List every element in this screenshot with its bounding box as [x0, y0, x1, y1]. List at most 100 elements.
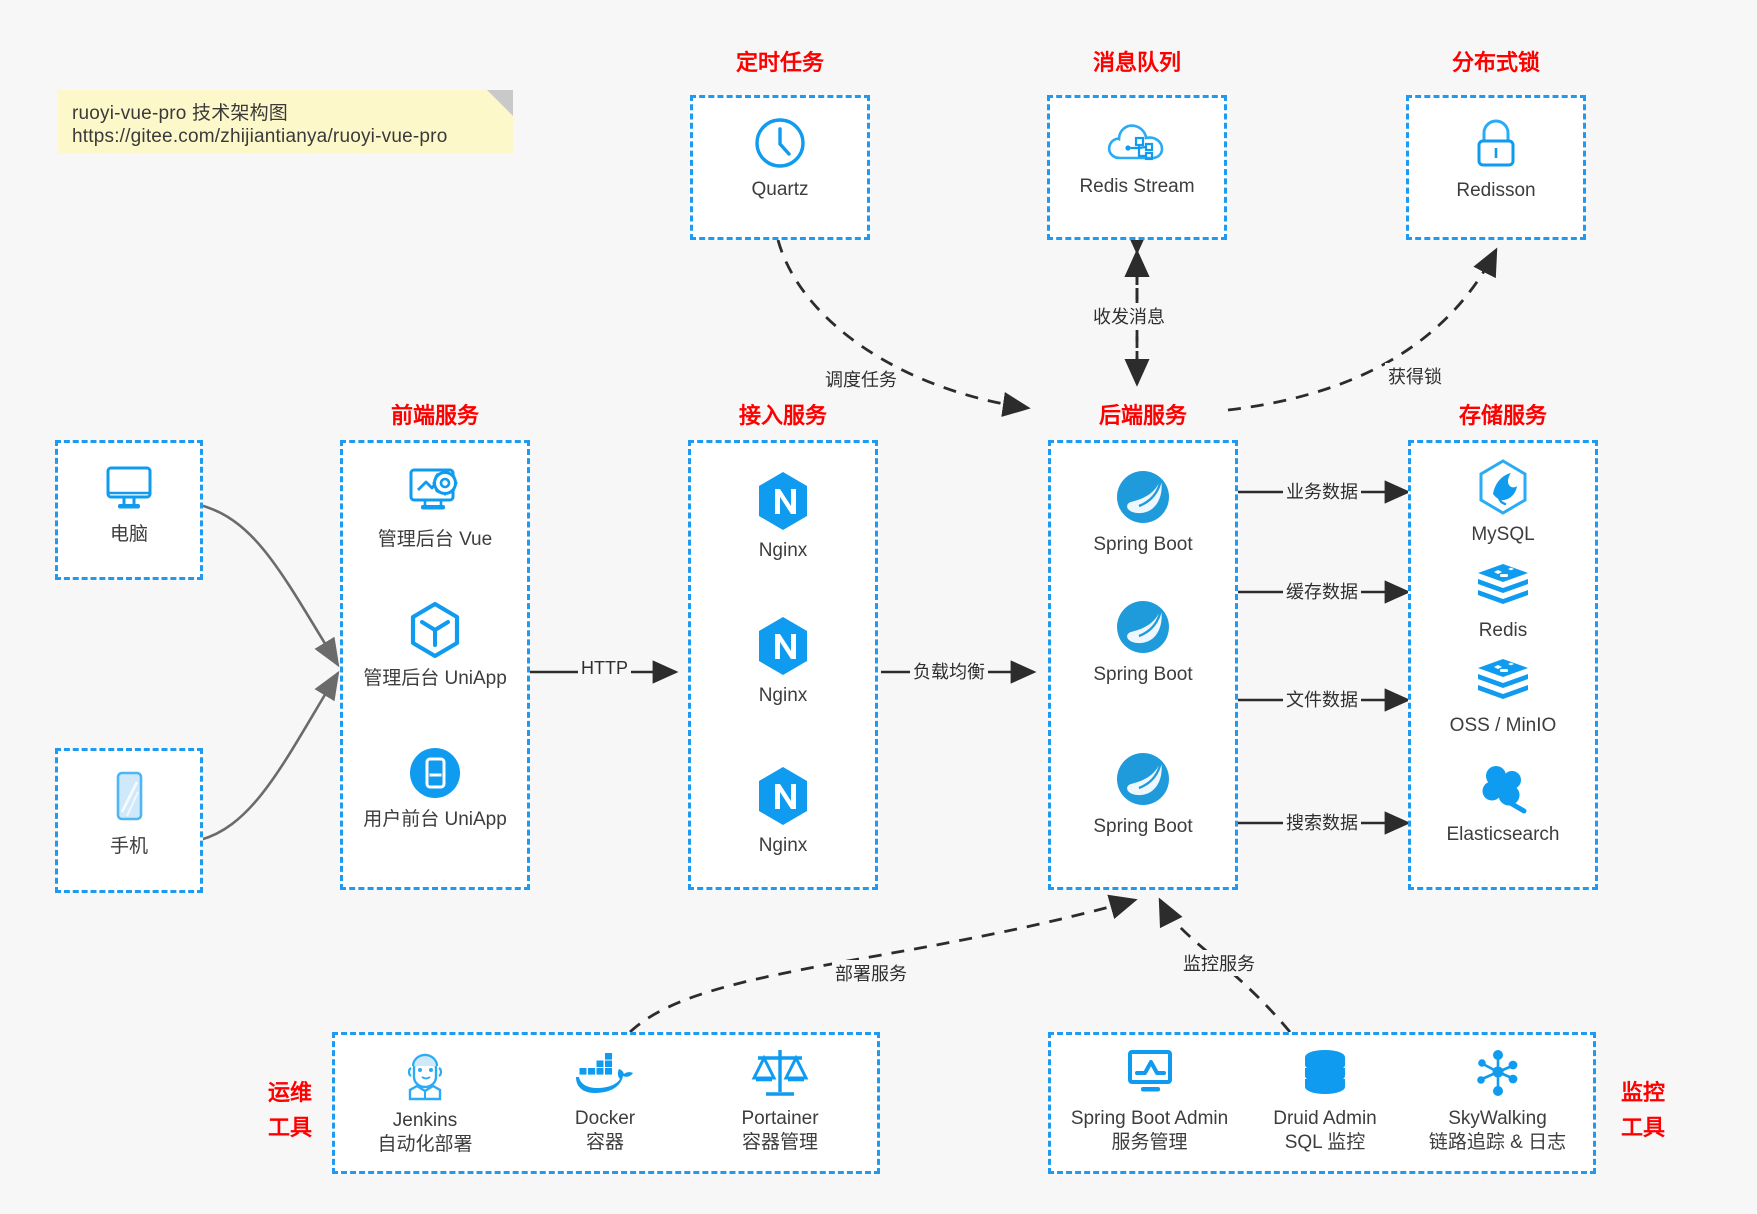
- node-label: Redisson: [1456, 180, 1536, 201]
- node-druid-admin[interactable]: Druid Admin SQL 监控: [1250, 1048, 1400, 1156]
- node-computer[interactable]: 电脑: [55, 462, 203, 547]
- desktop-icon: [106, 466, 152, 509]
- node-label: 电脑: [109, 524, 148, 545]
- redis-icon: [1478, 564, 1528, 604]
- node-spring-boot-1[interactable]: Spring Boot: [1048, 468, 1238, 557]
- cloud-stream-icon: [1107, 124, 1164, 161]
- lock-icon: [1477, 119, 1515, 167]
- node-spring-boot-3[interactable]: Spring Boot: [1048, 750, 1238, 839]
- edge-label-search-data: 搜索数据: [1283, 809, 1361, 835]
- group-title-devops-line2: 工具: [267, 1115, 312, 1140]
- node-quartz[interactable]: Quartz: [690, 115, 870, 202]
- node-label: Portainer: [741, 1108, 819, 1129]
- node-label: Spring Boot: [1093, 816, 1193, 837]
- cube-icon: [410, 601, 460, 659]
- node-nginx-3[interactable]: Nginx: [688, 765, 878, 858]
- node-admin-vue[interactable]: 管理后台 Vue: [340, 465, 530, 552]
- edge-label-schedule-task: 调度任务: [822, 366, 900, 392]
- nginx-icon: [759, 617, 807, 675]
- node-label: Spring Boot: [1093, 534, 1193, 555]
- node-label: Nginx: [758, 540, 808, 561]
- node-admin-uniapp[interactable]: 管理后台 UniApp: [340, 600, 530, 691]
- clock-icon: [755, 118, 805, 168]
- node-label: Redis Stream: [1079, 176, 1195, 197]
- note-fold-corner: [487, 90, 513, 116]
- mobile-icon: [116, 771, 143, 821]
- network-nodes-icon: [1476, 1050, 1517, 1096]
- note-callout: ruoyi-vue-pro 技术架构图 https://gitee.com/zh…: [58, 90, 513, 153]
- node-label: MySQL: [1471, 524, 1535, 545]
- node-label: Docker: [574, 1108, 636, 1129]
- database-icon: [1305, 1050, 1345, 1094]
- client-box-computer: [55, 440, 203, 580]
- nginx-icon: [759, 472, 807, 530]
- node-label: 管理后台 Vue: [377, 529, 493, 550]
- node-label: Jenkins: [392, 1110, 458, 1131]
- node-portainer[interactable]: Portainer 容器管理: [700, 1046, 860, 1156]
- redis-icon: [1478, 659, 1528, 699]
- node-label: Druid Admin: [1273, 1108, 1377, 1129]
- node-label: 管理后台 UniApp: [363, 668, 507, 689]
- node-label: 手机: [109, 836, 148, 857]
- edge-label-load-balance: 负载均衡: [910, 658, 988, 684]
- node-docker[interactable]: Docker 容器: [525, 1050, 685, 1156]
- node-jenkins[interactable]: Jenkins 自动化部署: [345, 1046, 505, 1158]
- node-mysql[interactable]: MySQL: [1408, 458, 1598, 547]
- monitor-chart-icon: [1127, 1050, 1172, 1092]
- group-title-monitoring-line2: 工具: [1620, 1115, 1665, 1140]
- group-title-message-queue: 消息队列: [1092, 50, 1181, 75]
- dashboard-gear-icon: [409, 468, 458, 510]
- node-redis-stream[interactable]: Redis Stream: [1047, 118, 1227, 199]
- node-label: 用户前台 UniApp: [363, 809, 507, 830]
- node-label: Redis: [1478, 620, 1528, 641]
- node-label: Spring Boot Admin: [1070, 1108, 1229, 1129]
- nginx-icon: [759, 767, 807, 825]
- jenkins-icon: [407, 1053, 443, 1101]
- app-window-icon: [410, 748, 460, 798]
- group-title-devops-line1: 运维: [267, 1080, 312, 1105]
- group-title-frontend: 前端服务: [390, 403, 479, 428]
- group-title-backend: 后端服务: [1098, 403, 1187, 428]
- spring-boot-icon: [1117, 601, 1169, 653]
- note-line-1: ruoyi-vue-pro 技术架构图: [72, 103, 289, 124]
- edge-label-cache-data: 缓存数据: [1283, 578, 1361, 604]
- node-spring-boot-admin[interactable]: Spring Boot Admin 服务管理: [1062, 1048, 1237, 1156]
- node-redisson[interactable]: Redisson: [1406, 116, 1586, 203]
- edge-label-send-receive-message: 收发消息: [1090, 303, 1168, 329]
- note-line-2: https://gitee.com/zhijiantianya/ruoyi-vu…: [72, 126, 448, 147]
- node-redis[interactable]: Redis: [1408, 560, 1598, 643]
- group-box-distributed-lock: [1406, 95, 1586, 240]
- edge-label-file-data: 文件数据: [1283, 686, 1361, 712]
- node-oss-minio[interactable]: OSS / MinIO: [1408, 655, 1598, 738]
- group-title-gateway: 接入服务: [738, 403, 827, 428]
- node-label: Nginx: [758, 835, 808, 856]
- node-nginx-2[interactable]: Nginx: [688, 615, 878, 708]
- node-elasticsearch[interactable]: Elasticsearch: [1408, 760, 1598, 847]
- node-sublabel: 链路追踪 & 日志: [1428, 1132, 1567, 1154]
- node-user-uniapp[interactable]: 用户前台 UniApp: [340, 745, 530, 832]
- node-label: Spring Boot: [1093, 664, 1193, 685]
- edge-label-business-data: 业务数据: [1283, 478, 1361, 504]
- group-title-storage: 存储服务: [1458, 403, 1547, 428]
- edge-label-http: HTTP: [578, 658, 631, 679]
- edge-label-deploy-service: 部署服务: [832, 960, 910, 986]
- group-box-message-queue: [1047, 95, 1227, 240]
- node-nginx-1[interactable]: Nginx: [688, 470, 878, 563]
- node-label: Quartz: [751, 179, 809, 200]
- node-spring-boot-2[interactable]: Spring Boot: [1048, 598, 1238, 687]
- node-mobile[interactable]: 手机: [55, 770, 203, 859]
- edge-label-monitor-service: 监控服务: [1180, 950, 1258, 976]
- node-skywalking[interactable]: SkyWalking 链路追踪 & 日志: [1410, 1048, 1585, 1156]
- edge-label-acquire-lock: 获得锁: [1385, 363, 1445, 389]
- node-label: SkyWalking: [1448, 1108, 1547, 1129]
- group-title-scheduled-task: 定时任务: [735, 50, 824, 75]
- node-sublabel: 容器: [585, 1132, 624, 1154]
- spring-boot-icon: [1117, 471, 1169, 523]
- node-label: Elasticsearch: [1446, 824, 1560, 845]
- mysql-icon: [1479, 459, 1527, 515]
- node-sublabel: 自动化部署: [377, 1134, 473, 1156]
- scales-icon: [751, 1050, 809, 1096]
- node-label: OSS / MinIO: [1449, 715, 1557, 736]
- node-sublabel: 服务管理: [1111, 1132, 1188, 1154]
